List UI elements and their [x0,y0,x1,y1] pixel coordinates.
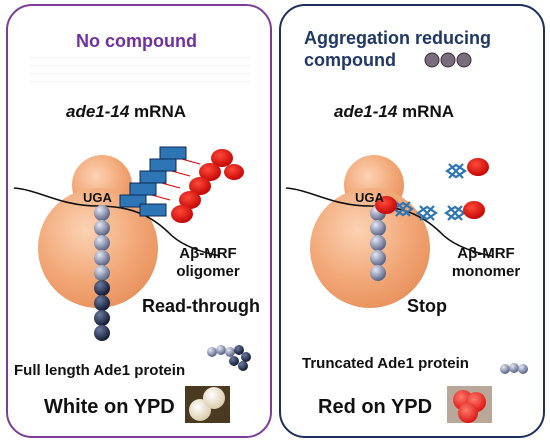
right-mrna-label: ade1-14 mRNA [334,102,454,122]
right-codon-label: UGA [355,190,384,205]
mrna-gene-name: ade1-14 [66,102,130,121]
right-ribosome [310,155,430,308]
faint-background-lines [30,57,250,83]
mrna-suffix: mRNA [397,102,454,121]
compound-icon [424,52,472,68]
left-codon-label: UGA [83,190,112,205]
white-on-ypd-label: White on YPD [44,396,175,418]
truncated-protein-icon [500,363,528,374]
stop-label: Stop [407,296,447,316]
right-panel-title-line1: Aggregation reducing [304,28,492,48]
right-panel-title-line2: compound [304,50,396,70]
left-polypeptide-chain [94,205,110,341]
red-colony-photo [447,386,492,423]
left-panel-title: No compound [76,31,197,51]
monomer-label-line1: Aβ-MRF [457,245,515,262]
ribosome-large-subunit [310,188,430,308]
abeta-mrf-oligomer [119,146,244,223]
oligomer-label-line2: oligomer [176,263,240,280]
right-polypeptide-chain [370,205,386,281]
full-length-protein-icon [207,345,251,371]
truncated-protein-label: Truncated Ade1 protein [302,355,469,372]
oligomer-label-line1: Aβ-MRF [179,245,237,262]
mrna-gene-name: ade1-14 [334,102,398,121]
left-mrna-label: ade1-14 mRNA [66,102,186,122]
left-mrna-strand [13,187,221,257]
mrna-suffix: mRNA [129,102,186,121]
white-colony-photo [185,386,230,423]
red-on-ypd-label: Red on YPD [318,396,433,418]
monomer-label-line2: monomer [451,263,521,280]
abeta-mrf-monomers [375,158,489,221]
full-length-protein-label: Full length Ade1 protein [14,362,186,379]
read-through-label: Read-through [142,296,260,316]
